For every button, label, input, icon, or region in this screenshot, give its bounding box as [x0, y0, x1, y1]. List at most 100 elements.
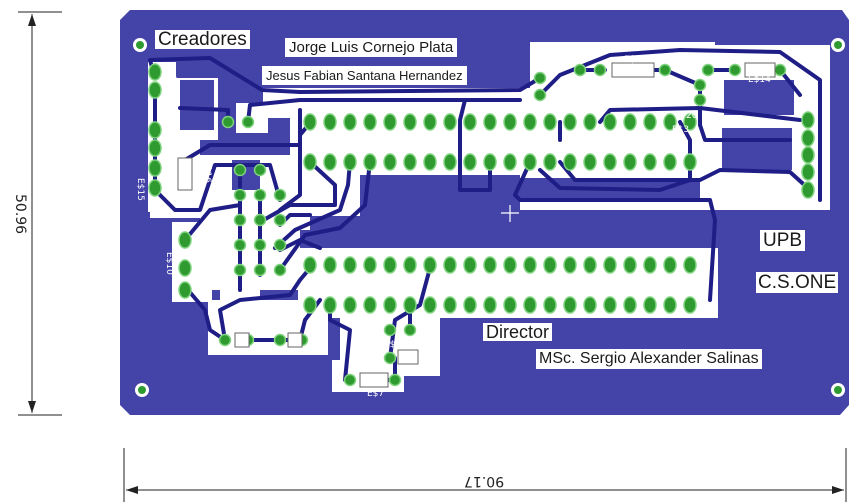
solder-pad-61 — [603, 153, 617, 171]
mounting-hole-132-ring — [136, 41, 144, 49]
component-body-4 — [177, 157, 193, 191]
copper-trace-6 — [278, 121, 312, 212]
board-height-dimension: 50.96 — [12, 194, 28, 235]
clearance-area-5 — [530, 42, 715, 162]
solder-pad-63 — [603, 296, 617, 314]
solder-pad-30 — [443, 256, 457, 274]
component-body-3 — [397, 349, 419, 365]
solder-pad-128 — [801, 129, 815, 147]
mounting-hole-135-ring — [834, 386, 842, 394]
solder-pad-85 — [148, 179, 162, 197]
project-name-label: C.S.ONE — [756, 272, 839, 293]
solder-pad-102 — [253, 263, 267, 277]
solder-pad-21 — [403, 153, 417, 171]
dimension-lines — [18, 11, 847, 502]
refdes-e15: E$15 — [135, 178, 145, 201]
solder-pad-109 — [273, 333, 287, 347]
solder-pad-54 — [563, 256, 577, 274]
solder-pad-111 — [383, 323, 397, 337]
solder-pad-13 — [363, 153, 377, 171]
solder-pad-79 — [683, 296, 697, 314]
solder-pad-48 — [543, 113, 557, 131]
solder-pad-122 — [773, 63, 787, 77]
solder-pad-71 — [643, 296, 657, 314]
solder-pad-41 — [503, 153, 517, 171]
copper-trace-32 — [698, 123, 792, 142]
solder-pad-72 — [663, 113, 677, 131]
solder-pad-4 — [323, 113, 337, 131]
solder-pad-113 — [383, 351, 397, 365]
solder-pad-39 — [483, 296, 497, 314]
copper-trace-16 — [458, 98, 492, 192]
director-heading: Director — [483, 323, 553, 341]
copper-trace-0 — [148, 56, 542, 94]
copper-pour-3 — [724, 80, 794, 115]
solder-pad-53 — [563, 153, 577, 171]
author-1-name: Jorge Luis Cornejo Plata — [285, 38, 458, 57]
solder-pad-117 — [573, 63, 587, 77]
solder-pad-18 — [383, 256, 397, 274]
copper-trace-31 — [278, 238, 322, 252]
solder-pad-11 — [343, 296, 357, 314]
solder-pad-38 — [483, 256, 497, 274]
copper-trace-9 — [278, 160, 372, 272]
solder-pad-70 — [643, 256, 657, 274]
refdes-pin-40: 40 — [315, 291, 327, 301]
dim-arrow-left — [126, 486, 138, 494]
solder-pad-83 — [148, 139, 162, 157]
refdes-e17: E$17 — [624, 55, 647, 65]
refdes-pin-1: 1 — [308, 133, 314, 143]
copper-pour-2 — [360, 175, 520, 245]
solder-pad-103 — [273, 263, 287, 277]
copper-trace-26 — [183, 203, 242, 242]
mounting-hole-133-ring — [834, 41, 842, 49]
solder-pad-15 — [363, 296, 377, 314]
solder-pad-74 — [663, 256, 677, 274]
copper-trace-27 — [186, 288, 227, 342]
solder-pad-1 — [303, 153, 317, 171]
solder-pad-68 — [643, 113, 657, 131]
copper-pour-4 — [722, 128, 792, 170]
solder-pad-119 — [658, 63, 672, 77]
solder-pad-67 — [623, 296, 637, 314]
creators-heading: Creadores — [155, 30, 250, 49]
solder-pad-66 — [623, 256, 637, 274]
solder-pad-32 — [463, 113, 477, 131]
solder-pad-91 — [253, 163, 267, 177]
refdes-e11: E$11 — [384, 340, 407, 350]
solder-pad-97 — [273, 213, 287, 227]
solder-pad-100 — [273, 238, 287, 252]
solder-pad-86 — [221, 115, 235, 129]
solder-pad-81 — [148, 81, 162, 99]
refdes-pin-20: 20 — [686, 111, 698, 121]
copper-trace-8 — [273, 160, 352, 250]
solder-pad-47 — [523, 296, 537, 314]
component-body-2 — [359, 372, 389, 388]
refdes-e14: E$14 — [748, 75, 771, 85]
solder-pad-37 — [483, 153, 497, 171]
refdes-e3: E$3 — [672, 125, 689, 135]
solder-pad-36 — [483, 113, 497, 131]
solder-pad-49 — [543, 153, 557, 171]
solder-pad-31 — [443, 296, 457, 314]
solder-pad-94 — [273, 188, 287, 202]
solder-pad-60 — [603, 113, 617, 131]
component-body-5 — [234, 332, 250, 348]
solder-pad-125 — [693, 78, 707, 92]
solder-pad-42 — [503, 256, 517, 274]
solder-pad-129 — [801, 146, 815, 164]
solder-pad-75 — [663, 296, 677, 314]
solder-pad-90 — [233, 163, 247, 177]
solder-pad-84 — [148, 159, 162, 177]
refdes-e7: E$7 — [367, 389, 384, 399]
solder-pad-33 — [463, 153, 477, 171]
solder-pad-2 — [303, 256, 317, 274]
solder-pad-27 — [423, 296, 437, 314]
refdes-pin-21: 21 — [694, 289, 705, 299]
solder-pad-52 — [563, 113, 577, 131]
refdes-e12: E$12 — [167, 125, 177, 148]
solder-pad-105 — [178, 259, 192, 277]
solder-pad-77 — [683, 153, 697, 171]
